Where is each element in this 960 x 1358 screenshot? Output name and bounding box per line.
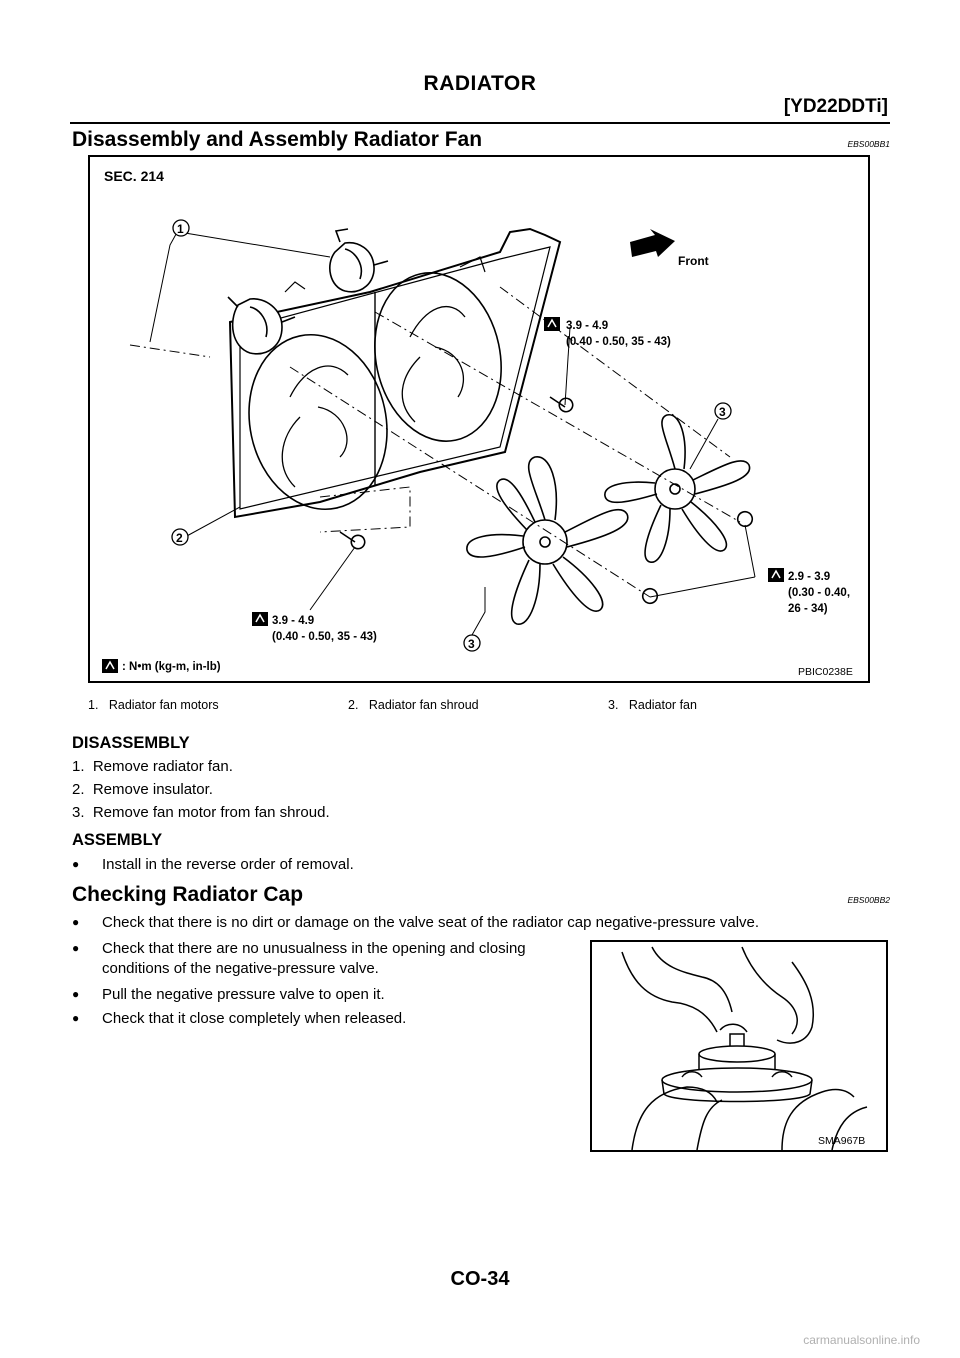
engine-code: [YD22DDTi] xyxy=(783,96,888,117)
torque-top-detail: (0.40 - 0.50, 35 - 43) xyxy=(566,336,671,348)
bullet-icon: ● xyxy=(72,987,80,1001)
sec-label: SEC. 214 xyxy=(104,168,164,184)
exploded-view-figure: SEC. 214 Front 1 2 3 3 xyxy=(88,155,870,683)
section-code: EBS00BB1 xyxy=(847,139,890,149)
callout-2: 2 xyxy=(171,528,189,546)
torque-bottom-value: 3.9 - 4.9 xyxy=(272,615,314,627)
callout-1: 1 xyxy=(172,219,190,237)
torque-bottom-detail: (0.40 - 0.50, 35 - 43) xyxy=(272,631,377,643)
legend-item: 2. Radiator fan shroud xyxy=(348,698,479,712)
bullet-icon: ● xyxy=(72,941,80,955)
torque-right-line1: 2.9 - 3.9 xyxy=(788,571,830,583)
check-bullet: ● Check that it close completely when re… xyxy=(72,1010,407,1027)
section-title-radiator-cap: Checking Radiator Cap xyxy=(72,883,304,906)
torque-right-line2: (0.30 - 0.40, xyxy=(788,587,850,599)
disassembly-step: 2. Remove insulator. xyxy=(72,781,213,798)
svg-text:2: 2 xyxy=(176,531,183,545)
disassembly-step: 3. Remove fan motor from fan shroud. xyxy=(72,804,330,821)
radiator-cap-drawing: SMA967B xyxy=(621,946,868,1151)
torque-wrench-icon xyxy=(102,659,118,673)
disassembly-heading: DISASSEMBLY xyxy=(72,734,190,752)
exploded-view-drawing: SEC. 214 Front 1 2 3 3 xyxy=(102,168,853,678)
torque-wrench-icon xyxy=(768,568,784,582)
assembly-heading: ASSEMBLY xyxy=(72,831,163,849)
legend-item: 3. Radiator fan xyxy=(608,698,697,712)
figure-ref: SMA967B xyxy=(818,1135,865,1147)
front-arrow-icon xyxy=(630,229,675,257)
check-bullet: ● Check that there are no unusualness in… xyxy=(72,940,526,977)
torque-right-line3: 26 - 34) xyxy=(788,603,828,615)
assembly-bullet: ● Install in the reverse order of remova… xyxy=(72,856,354,873)
callout-3-bottom: 3 xyxy=(463,634,481,652)
bullet-icon: ● xyxy=(72,857,80,871)
watermark: carmanualsonline.info xyxy=(803,1333,920,1347)
page-title: RADIATOR xyxy=(423,72,537,95)
callout-3-right: 3 xyxy=(714,402,732,420)
disassembly-step: 1. Remove radiator fan. xyxy=(72,758,233,775)
bullet-icon: ● xyxy=(72,1011,80,1025)
torque-wrench-icon xyxy=(252,612,268,626)
figure-ref: PBIC0238E xyxy=(798,666,853,678)
torque-wrench-icon xyxy=(544,317,560,331)
legend-item: 1. Radiator fan motors xyxy=(88,698,219,712)
check-bullet: ● Pull the negative pressure valve to op… xyxy=(72,986,385,1003)
section-title-disassembly-fan: Disassembly and Assembly Radiator Fan xyxy=(72,128,483,151)
unit-note: : N•m (kg-m, in-lb) xyxy=(122,661,221,673)
svg-text:1: 1 xyxy=(177,222,184,236)
header-rule xyxy=(70,122,890,124)
radiator-cap-figure: SMA967B xyxy=(590,940,888,1152)
section-code: EBS00BB2 xyxy=(847,895,890,905)
bullet-icon: ● xyxy=(72,915,80,929)
page-code: CO-34 xyxy=(450,1268,510,1290)
check-bullet: ● Check that there is no dirt or damage … xyxy=(72,914,760,931)
torque-top-value: 3.9 - 4.9 xyxy=(566,320,608,332)
svg-text:3: 3 xyxy=(468,637,475,651)
front-label: Front xyxy=(678,254,709,268)
svg-text:3: 3 xyxy=(719,405,726,419)
